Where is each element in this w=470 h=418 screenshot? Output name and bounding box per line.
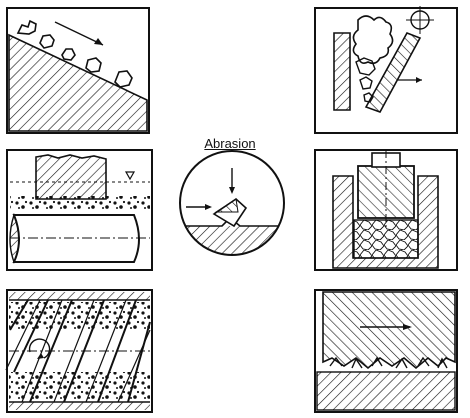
panel-screw-conveyor: [5, 289, 153, 413]
panel-inclined-chute: [6, 7, 150, 134]
page-title: Abrasion: [204, 136, 256, 151]
motion-arrow-icon: [54, 21, 104, 46]
abrasion-detail-circle: [179, 150, 285, 256]
panel-slurry-shaft: [6, 149, 153, 271]
panel-jaw-crusher: [314, 6, 458, 134]
crosshair-icon: [406, 6, 434, 34]
panel-die-compaction: [314, 149, 458, 271]
panel-rough-surface-sliding: [314, 289, 458, 413]
rotation-arrow-icon: [28, 338, 51, 359]
